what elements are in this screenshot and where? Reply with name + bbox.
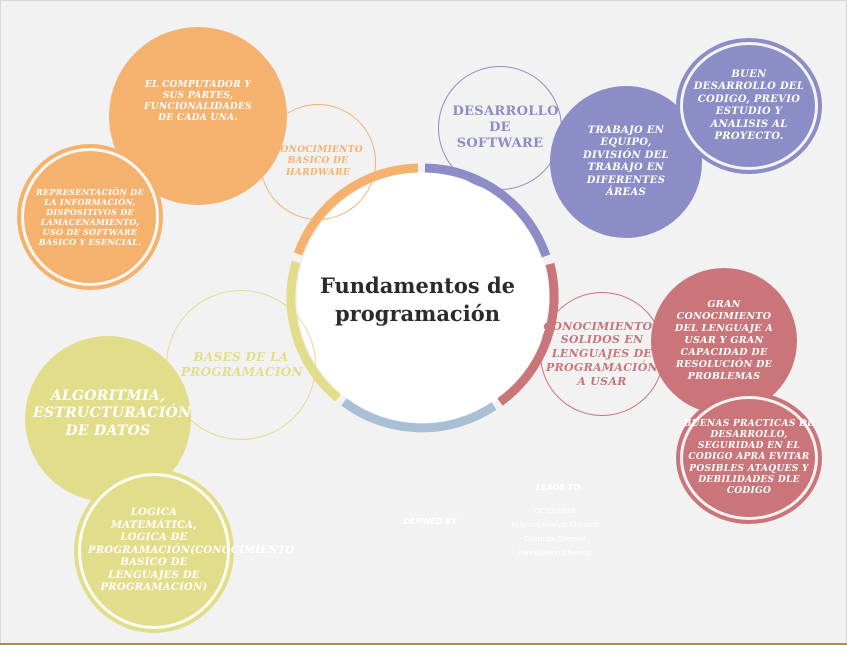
languages-detail-2-text: Buenas practicas de desarrollo, segurida… [683,418,815,497]
bases-detail-2-text: Logica matemática, logica de programació… [88,507,295,594]
leads-to-label: LEADS TO [535,483,581,492]
software-detail-1: Trabajo en equipo, división del trabajo … [550,86,702,238]
software-detail-2-text: Buen desarrollo del codigo, previo estud… [693,68,805,143]
hardware-detail-1-text: El computador y sus partes, funcionalida… [144,79,252,124]
hardware-node-label: Conocimiento basico de hardware [273,145,363,178]
bases-detail-2: Logica matemática, logica de programació… [78,473,295,629]
ring-segment-software [424,163,551,258]
software-detail-2: Buen desarrollo del codigo, previo estud… [680,42,818,170]
ring-segment-blue [341,398,497,433]
role-item: Coatings Chemist [524,535,586,543]
hardware-detail-2: Representación de la información, dispos… [21,148,159,286]
role-item: Polymer Analyst Chemist [511,521,599,529]
hardware-node: Conocimiento basico de hardware [260,104,376,220]
languages-detail-1-text: Gran conocimiento del lenguaje a usar y … [674,299,774,382]
bases-detail-1-text: Algoritmia, estructuración de datos [33,387,192,439]
software-node: Desarrollo de software [438,66,562,190]
diagram-title: Fundamentos de programación [319,273,516,327]
languages-node: Conocimientos solidos en lenguajes de pr… [540,292,664,416]
languages-detail-2: Buenas practicas de desarrollo, segurida… [680,396,818,520]
languages-node-label: Conocimientos solidos en lenguajes de pr… [543,319,661,388]
role-item: QC Chemist [534,507,576,515]
bases-node-label: Bases de la programación [181,350,303,379]
languages-detail-1: Gran conocimiento del lenguaje a usar y … [651,268,797,414]
bottom-border [0,643,847,645]
hardware-detail-2-text: Representación de la información, dispos… [36,187,144,247]
software-node-label: Desarrollo de software [452,103,559,152]
defined-by-label: DEFINED BY [403,517,457,526]
central-circle-fill [297,172,549,424]
role-item: Formulation Chemist [518,549,592,557]
bases-node: Bases de la programación [166,290,316,440]
software-detail-1-text: Trabajo en equipo, división del trabajo … [583,124,669,199]
